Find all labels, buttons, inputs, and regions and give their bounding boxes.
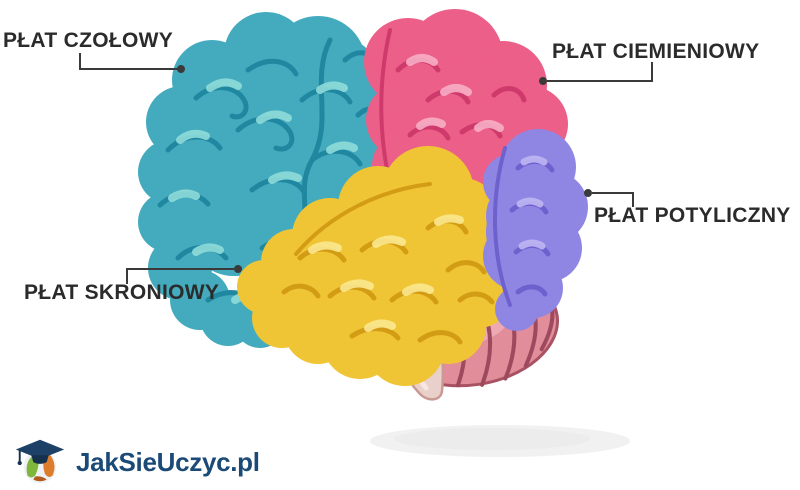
connector-dot-frontal	[177, 65, 185, 73]
graduation-globe-icon	[15, 439, 65, 484]
connector-parietal	[547, 62, 653, 82]
connector-frontal	[79, 53, 178, 70]
connector-occipital	[592, 192, 634, 207]
label-occipital-lobe: PŁAT POTYLICZNY	[594, 204, 791, 227]
temporal-lobe-highlights	[308, 214, 464, 332]
label-parietal-lobe: PŁAT CIEMIENIOWY	[552, 40, 760, 63]
site-logo-text: JakSieUczyc.pl	[76, 446, 260, 477]
connector-lines	[79, 53, 653, 284]
connector-temporal	[126, 268, 234, 284]
label-connectors	[79, 53, 653, 284]
label-frontal-lobe: PŁAT CZOŁOWY	[3, 29, 174, 52]
site-logo: JakSieUczyc.pl	[12, 436, 260, 488]
occipital-lobe	[483, 129, 588, 331]
connector-dot-temporal	[234, 265, 242, 273]
label-temporal-lobe: PŁAT SKRONIOWY	[24, 281, 220, 304]
ground-shadow	[370, 425, 630, 457]
connector-dot-occipital	[584, 189, 592, 197]
connector-dot-parietal	[539, 77, 547, 85]
occipital-lobe-highlights	[516, 155, 548, 250]
connector-dots	[177, 65, 592, 273]
